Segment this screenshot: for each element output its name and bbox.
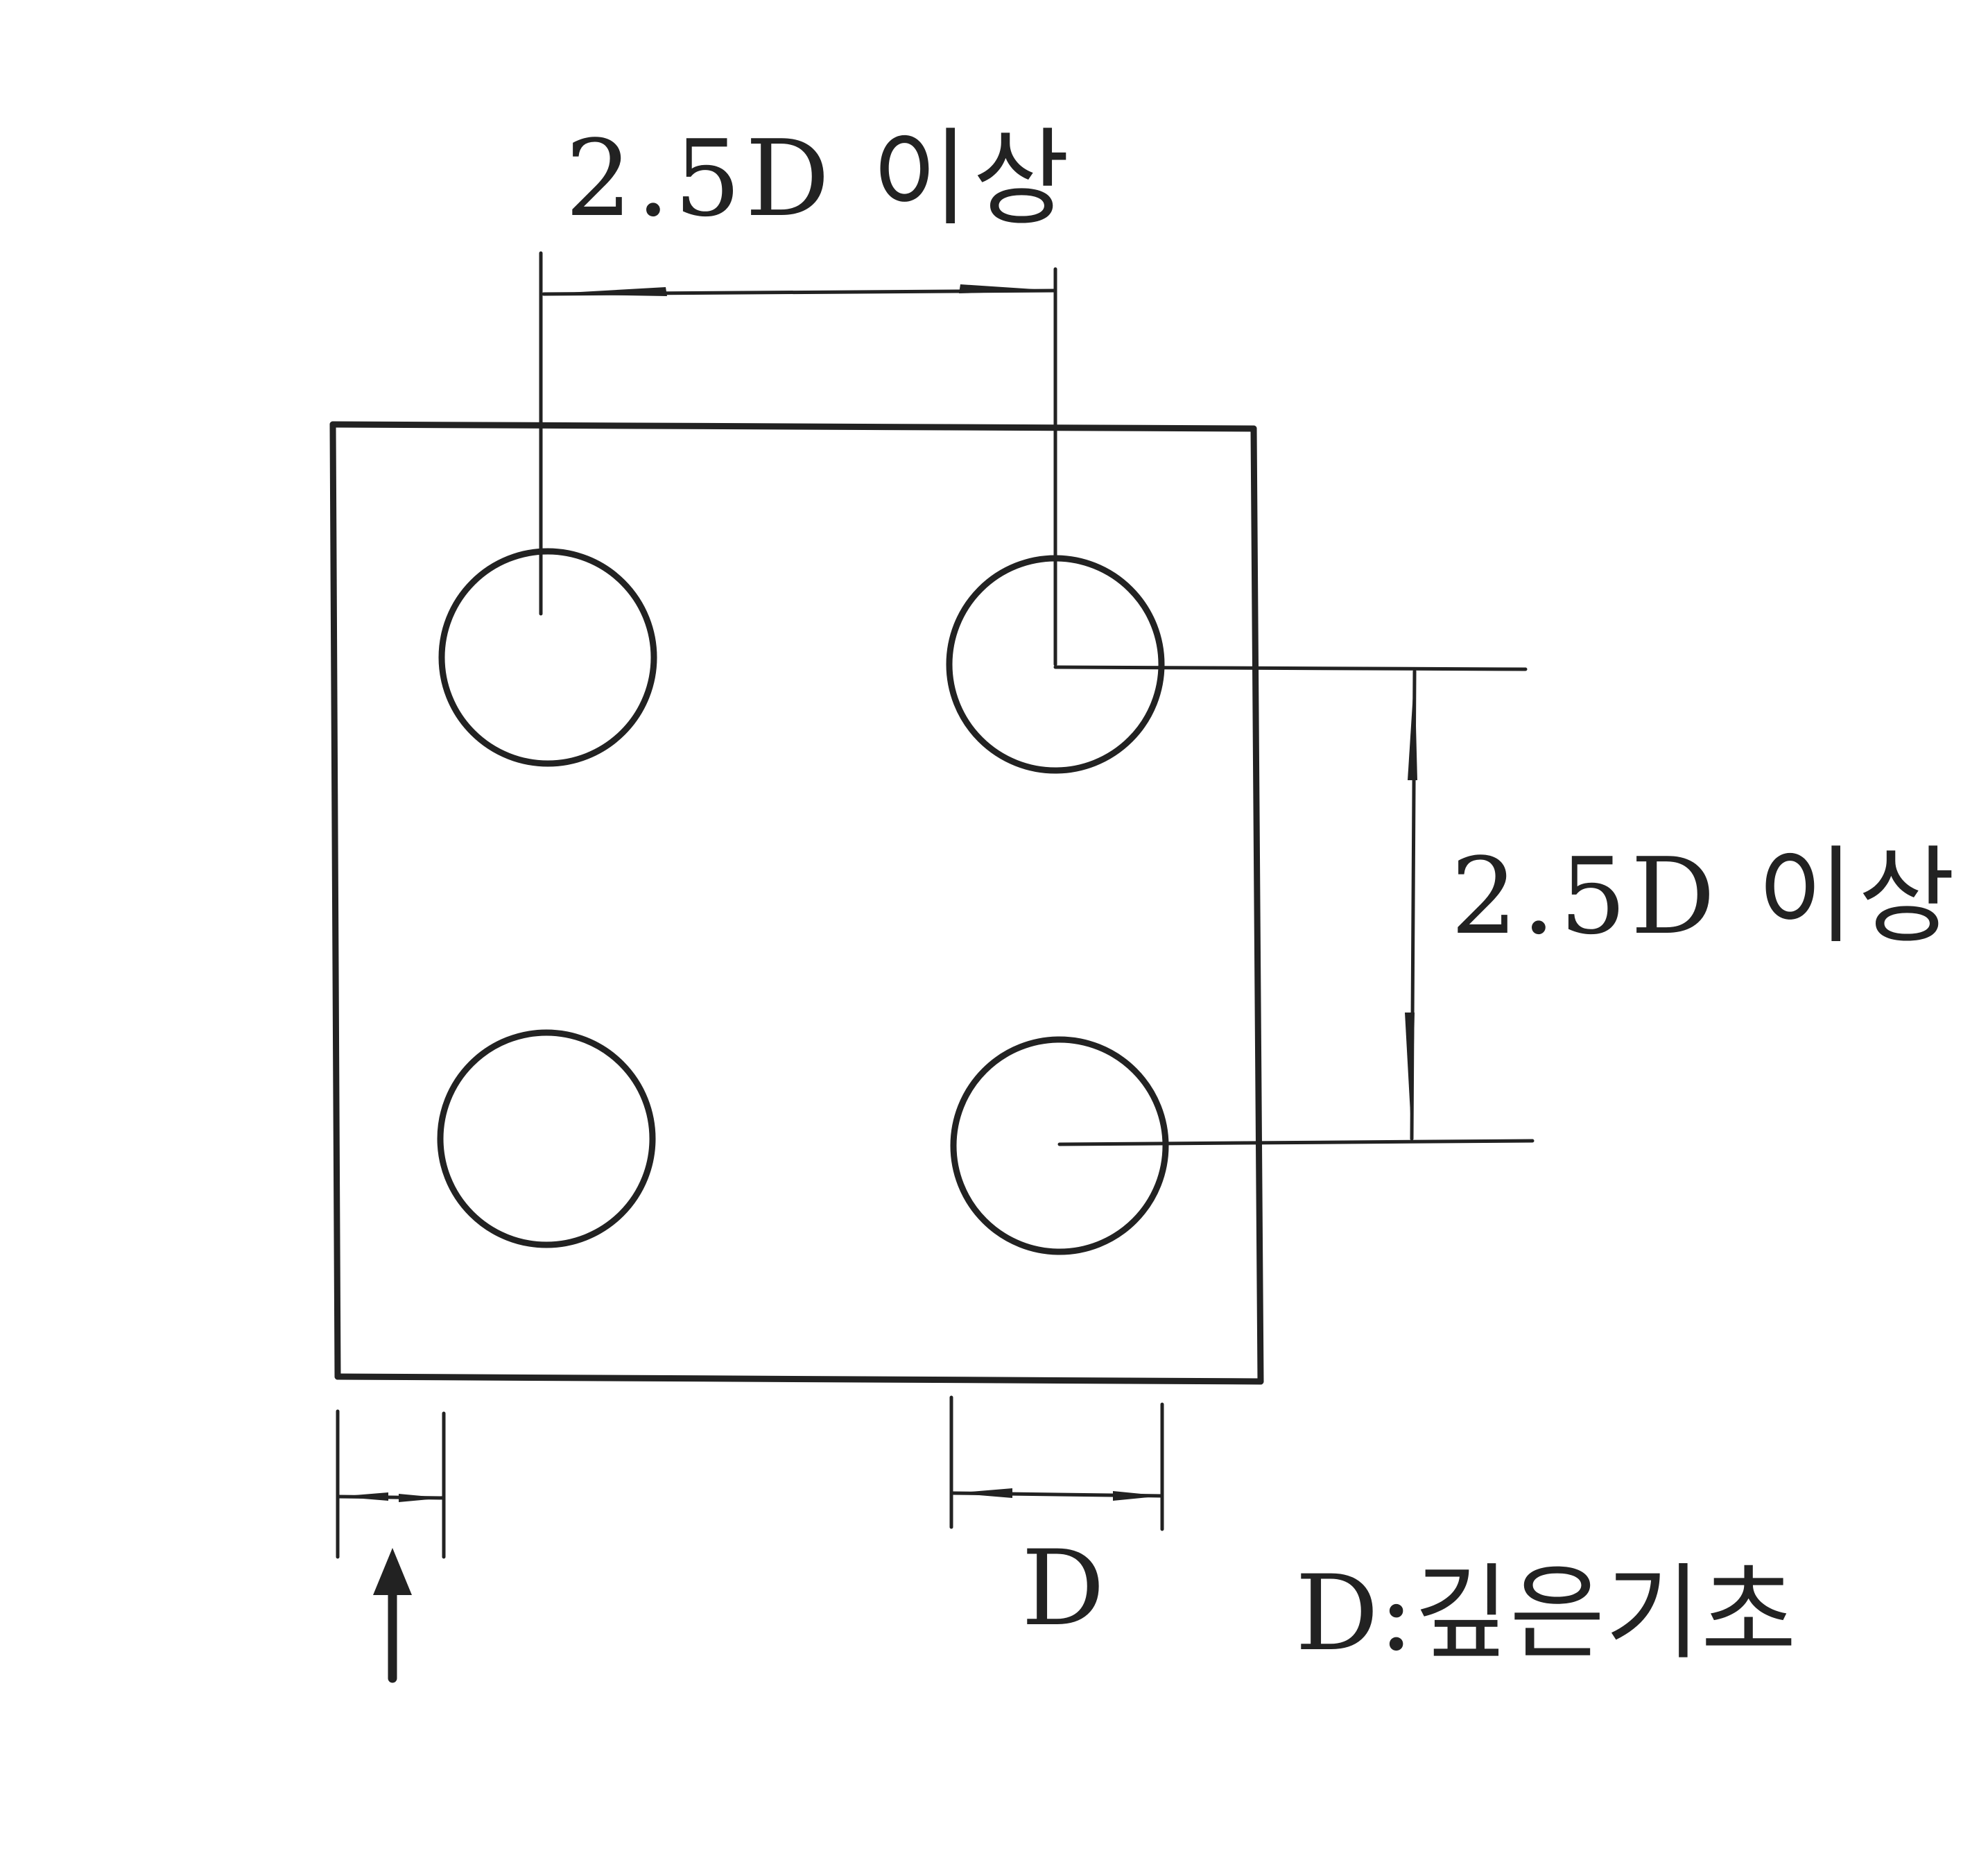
pile-bottom-left bbox=[437, 1029, 656, 1248]
arrowhead-right bbox=[959, 284, 1055, 293]
right-spacing-label: 2.5D 이상 bbox=[1451, 835, 1960, 958]
edge-distance-dimension bbox=[336, 1409, 446, 1559]
arrowhead-left bbox=[544, 287, 667, 296]
right-spacing-dimension bbox=[1053, 665, 1535, 1146]
arrow-up-icon bbox=[373, 1548, 412, 1683]
diameter-dimension bbox=[949, 1395, 1164, 1531]
diameter-label: D bbox=[1021, 1528, 1105, 1649]
legend-text: D:깊은기초 bbox=[1295, 1553, 1797, 1674]
pile-bottom-right bbox=[950, 1036, 1169, 1255]
top-spacing-label: 2.5D 이상 bbox=[565, 117, 1074, 240]
arrowhead-bottom bbox=[1405, 1013, 1415, 1139]
arrowhead-top bbox=[1408, 671, 1417, 780]
pile-top-left bbox=[438, 548, 657, 767]
pile-cap-outline bbox=[329, 421, 1264, 1385]
top-spacing-dimension bbox=[539, 251, 1057, 666]
